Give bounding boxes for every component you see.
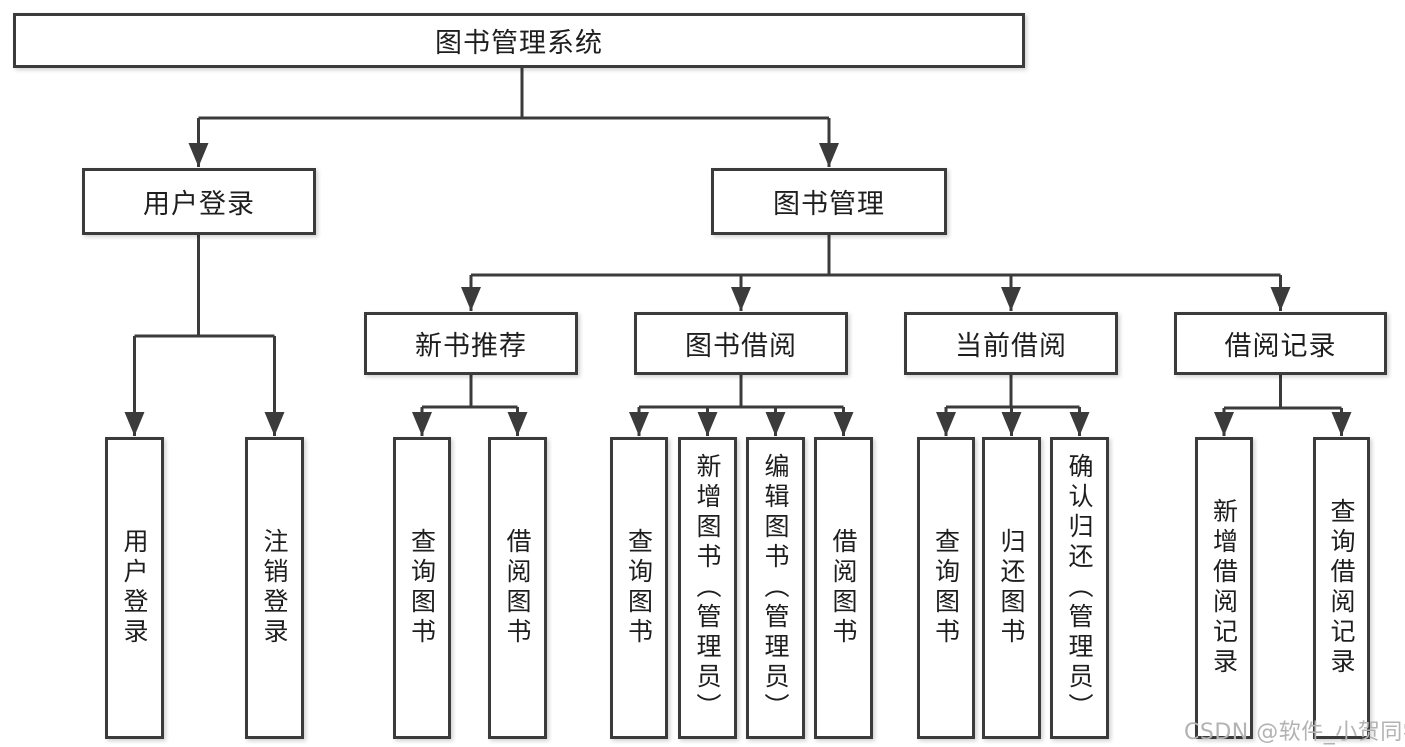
- leaf-confirm-return-admin: 确认归还（管理员）: [1050, 437, 1109, 739]
- leaf-query-books-current-label: 查询图书: [931, 528, 961, 648]
- leaf-query-books-borrow-label: 查询图书: [624, 528, 654, 648]
- node-book-borrow: 图书借阅: [634, 312, 848, 375]
- node-new-book-recommend-label: 新书推荐: [415, 331, 527, 362]
- leaf-query-books-borrow: 查询图书: [610, 437, 668, 739]
- node-current-borrow-label: 当前借阅: [955, 331, 1067, 362]
- leaf-logout-label: 注销登录: [260, 528, 289, 648]
- leaf-borrow-books-label: 借阅图书: [829, 528, 858, 648]
- connector-login-to-leaves: [124, 235, 285, 436]
- node-new-book-recommend: 新书推荐: [364, 312, 578, 375]
- node-book-borrow-label: 图书借阅: [685, 331, 797, 362]
- leaf-edit-book-admin-label: 编辑图书（管理员）: [761, 453, 790, 723]
- node-book-management-label: 图书管理: [773, 189, 885, 220]
- leaf-borrow-books: 借阅图书: [814, 437, 873, 739]
- node-user-login-label: 用户登录: [143, 189, 255, 220]
- node-user-login: 用户登录: [82, 168, 316, 235]
- leaf-return-book-label: 归还图书: [997, 528, 1026, 648]
- leaf-add-book-admin-label: 新增图书（管理员）: [693, 453, 722, 723]
- node-current-borrow: 当前借阅: [904, 312, 1118, 375]
- leaf-user-login-label: 用户登录: [120, 528, 149, 648]
- leaf-borrow-books-recommend-label: 借阅图书: [503, 528, 532, 648]
- leaf-query-books-current: 查询图书: [917, 437, 975, 739]
- leaf-query-books-recommend-label: 查询图书: [407, 528, 437, 648]
- leaf-edit-book-admin: 编辑图书（管理员）: [746, 437, 805, 739]
- leaf-borrow-books-recommend: 借阅图书: [488, 437, 547, 739]
- leaf-query-books-recommend: 查询图书: [393, 437, 451, 739]
- node-borrow-records-label: 借阅记录: [1224, 331, 1337, 362]
- connector-root-to-level1: [188, 66, 839, 167]
- leaf-query-borrow-record-label: 查询借阅记录: [1327, 498, 1356, 678]
- node-borrow-records: 借阅记录: [1174, 312, 1387, 375]
- connector-borrow-to-leaves: [629, 375, 854, 436]
- node-book-management: 图书管理: [711, 168, 947, 235]
- leaf-logout: 注销登录: [245, 437, 304, 739]
- watermark-csdn: CSDN @软件_小贺同学: [1184, 720, 1405, 745]
- leaf-add-book-admin: 新增图书（管理员）: [678, 437, 737, 739]
- connector-records-to-leaves: [1214, 375, 1352, 436]
- connector-current-to-leaves: [936, 375, 1090, 436]
- node-library-management-system-label: 图书管理系统: [435, 28, 603, 59]
- leaf-query-borrow-record: 查询借阅记录: [1313, 437, 1370, 739]
- leaf-return-book: 归还图书: [982, 437, 1041, 739]
- connector-management-to-level2: [461, 235, 1291, 311]
- leaf-add-borrow-record: 新增借阅记录: [1195, 437, 1253, 739]
- leaf-user-login: 用户登录: [105, 437, 164, 739]
- connector-recommend-to-leaves: [412, 375, 528, 436]
- leaf-add-borrow-record-label: 新增借阅记录: [1209, 498, 1239, 678]
- node-library-management-system: 图书管理系统: [13, 13, 1025, 68]
- leaf-confirm-return-admin-label: 确认归还（管理员）: [1065, 453, 1094, 723]
